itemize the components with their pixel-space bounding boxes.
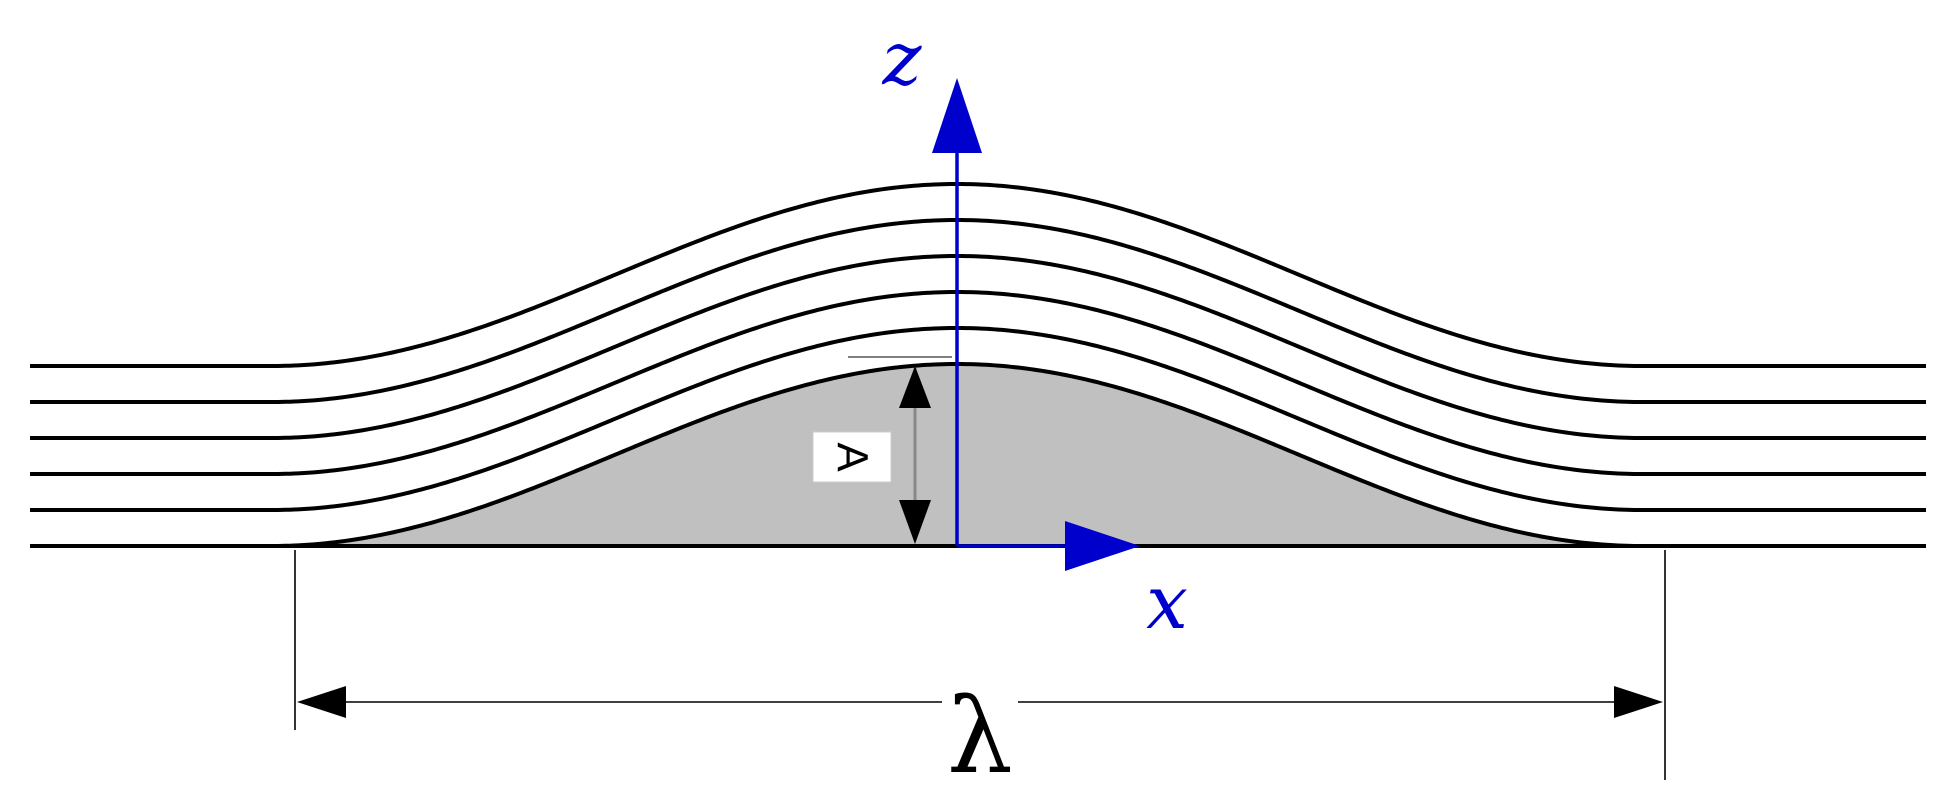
amplitude-arrow-up: [899, 366, 931, 408]
wavelength-arrow-right: [1614, 686, 1663, 718]
amplitude-label-box: [812, 431, 892, 483]
amplitude-label: A: [828, 442, 877, 472]
layer-line-6: [30, 181, 1926, 368]
x-axis-label: x: [1146, 560, 1188, 646]
z-axis-arrowhead: [932, 78, 982, 153]
x-axis-arrowhead: [1065, 521, 1140, 571]
layer-line-5: [30, 217, 1926, 404]
amplitude-dimension: A: [812, 356, 952, 544]
layer-line-4: [30, 253, 1926, 440]
coordinate-axes: z x: [882, 16, 1188, 646]
layer-line-1: [30, 361, 1926, 548]
amplitude-arrow-down: [899, 500, 931, 544]
layer-line-2: [30, 325, 1926, 512]
wavelength-dimension: λ: [294, 550, 1666, 797]
wavelength-label: λ: [947, 675, 1013, 797]
layer-lines: [30, 181, 1926, 548]
z-axis-label: z: [882, 16, 923, 102]
layer-line-3: [30, 289, 1926, 476]
wavelength-arrow-left: [297, 686, 346, 718]
